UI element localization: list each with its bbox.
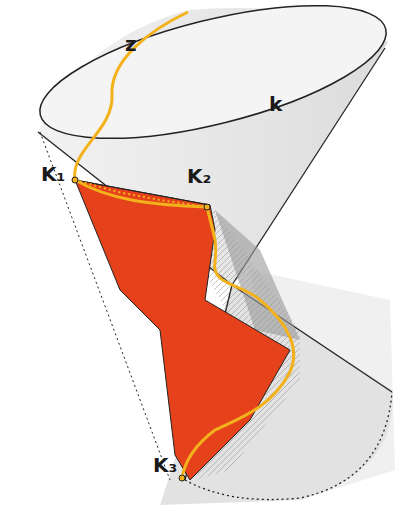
point-label: K₁ (40, 164, 66, 184)
point-label: K₂ (186, 166, 212, 186)
cone-label: k (268, 94, 283, 114)
point-label: K₃ (152, 455, 178, 475)
curve-label: z (124, 34, 138, 54)
